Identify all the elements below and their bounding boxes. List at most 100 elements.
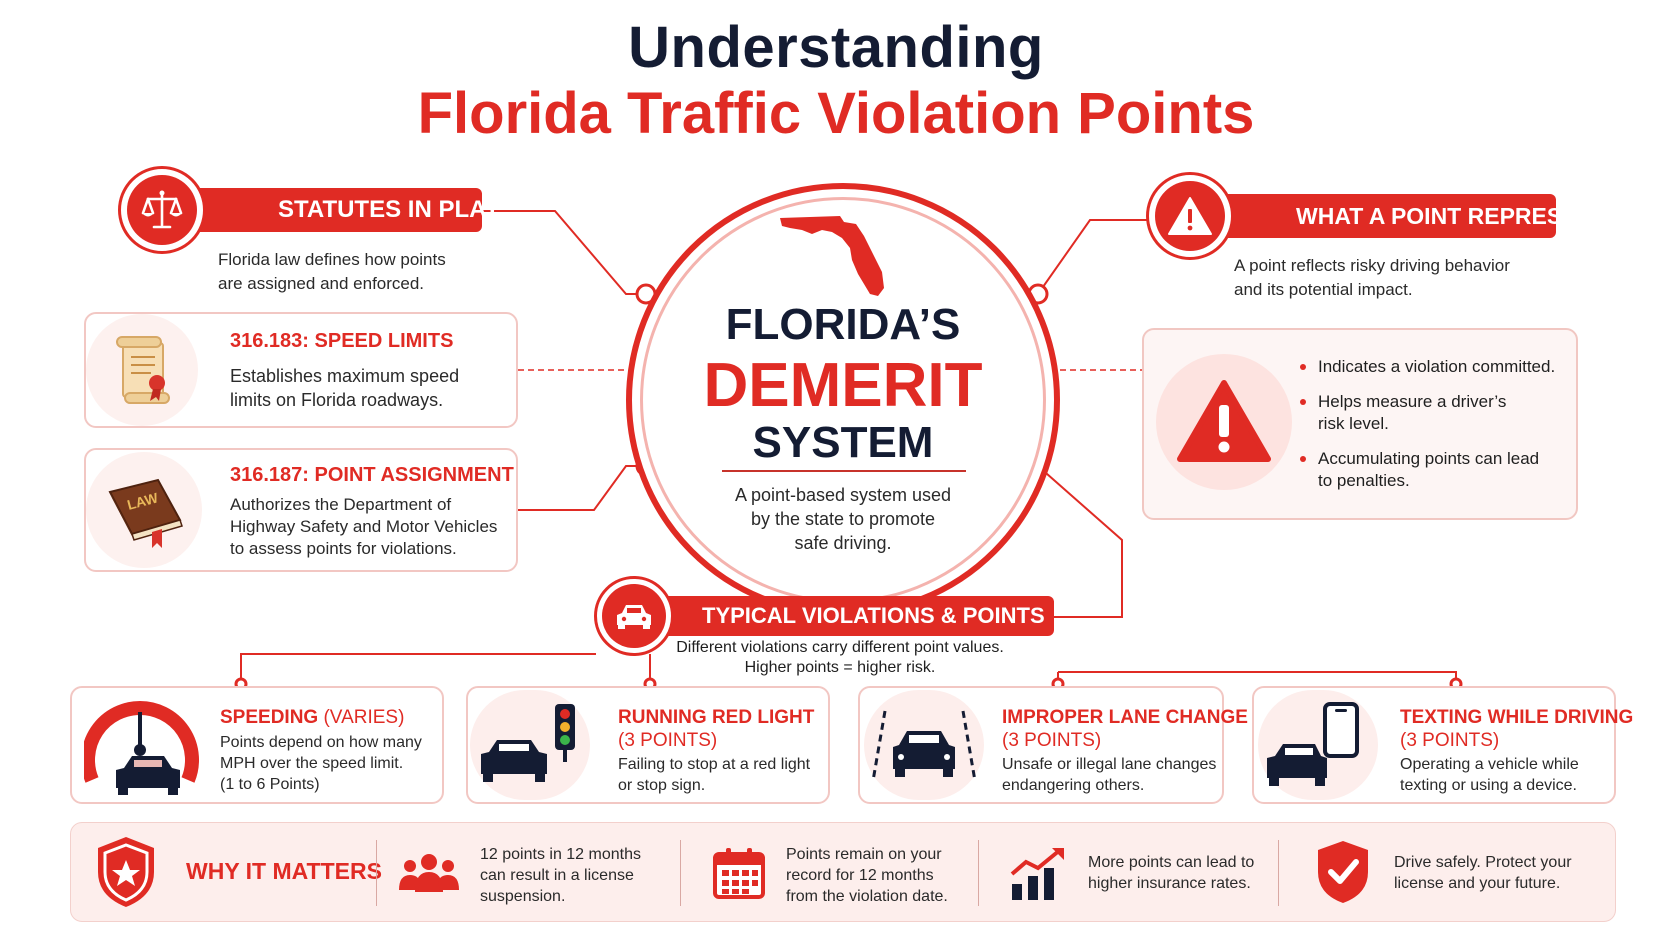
statute-text: Establishes maximum speed limits on Flor… [230,364,459,412]
lane-change-icon-badge [864,690,984,800]
warning-icon [1168,197,1212,235]
why-divider [1278,840,1279,906]
violations-header: TYPICAL VIOLATIONS & POINTS [642,596,1054,636]
speedometer-icon [84,701,199,795]
people-group-icon [399,854,459,892]
why-item-line: record for 12 months [786,867,934,884]
statute-text-line: Authorizes the Department of [230,495,452,514]
calendar-icon [713,848,765,899]
violations-desc-line: Higher points = higher risk. [744,659,936,676]
statutes-desc-line: Florida law defines how points [218,250,446,269]
why-divider [376,840,377,906]
statutes-desc-line: are assigned and enforced. [218,274,425,293]
why-item-line: Drive safely. Protect your [1394,854,1572,871]
point-bullet-line: Helps measure a driver’s [1318,392,1507,411]
florida-map-icon [780,216,884,296]
statute-title: 316.187: POINT ASSIGNMENT [230,464,514,486]
scales-icon [141,190,183,229]
violation-title-main: TEXTING WHILE DRIVING [1400,707,1634,728]
violation-text-line: (1 to 6 Points) [220,776,320,793]
violation-text-line: Points depend on how many [220,734,422,751]
statute-text: Authorizes the Department of Highway Saf… [230,494,497,560]
why-label: WHY IT MATTERS [186,858,382,884]
center-desc: A point-based system used by the state t… [700,483,986,555]
page-subtitle: Florida Traffic Violation Points [417,81,1255,146]
point-bullet: Indicates a violation committed. [1298,356,1568,378]
violation-title: TEXTING WHILE DRIVING (3 POINTS) [1400,706,1633,752]
point-bullet-line: to penalties. [1318,471,1410,490]
statute-text-line: Establishes maximum speed [230,366,460,386]
violation-points: (3 POINTS) [1002,730,1102,751]
why-item-line: can result in a license [480,867,634,884]
statutes-desc: Florida law defines how points are assig… [218,248,446,296]
point-desc: A point reflects risky driving behavior … [1234,254,1510,302]
violations-desc: Different violations carry different poi… [640,638,1040,678]
law-book-icon-badge: LAW [86,452,202,568]
violation-title: RUNNING RED LIGHT (3 POINTS) [618,706,814,752]
center-divider [722,470,966,472]
traffic-light-icon-badge [470,690,590,800]
warning-icon-badge [1146,172,1234,260]
point-bullet-line: risk level. [1318,414,1389,433]
statute-text-line: to assess points for violations. [230,539,457,558]
center-title-line1: FLORIDA’S [725,300,961,349]
violation-text-line: Operating a vehicle while [1400,756,1579,773]
violation-text-line: or stop sign. [618,777,706,794]
statutes-header-label: STATUTES IN PLAY [278,196,501,223]
violation-text-line: MPH over the speed limit. [220,755,404,772]
page-title: Understanding [628,15,1044,80]
traffic-light-icon [481,704,575,782]
why-item-line: Points remain on your [786,846,942,863]
violations-desc-line: Different violations carry different poi… [676,639,1004,656]
violation-title-main: SPEEDING [220,707,319,728]
violation-title: IMPROPER LANE CHANGE (3 POINTS) [1002,706,1248,752]
why-item-line: higher insurance rates. [1088,875,1251,892]
violation-text-line: Failing to stop at a red light [618,756,811,773]
violation-text-line: Unsafe or illegal lane changes [1002,756,1217,773]
violation-title-main: RUNNING RED LIGHT [618,707,815,728]
why-item-text: Drive safely. Protect your license and y… [1394,852,1572,894]
center-title-line2: DEMERIT [703,351,983,420]
phone-car-icon-badge [1258,690,1378,800]
scroll-icon [116,336,170,404]
law-book-label: LAW [125,489,160,513]
point-desc-line: and its potential impact. [1234,280,1413,299]
scales-icon-badge [118,166,206,254]
lane-change-icon [871,710,977,782]
why-item-line: from the violation date. [786,888,948,905]
violation-points: (3 POINTS) [1400,730,1500,751]
car-icon-badge [594,576,674,656]
violation-text: Failing to stop at a red light or stop s… [618,754,810,796]
why-item-line: license and your future. [1394,875,1561,892]
violation-points: (3 POINTS) [618,730,718,751]
why-divider [978,840,979,906]
violation-text-line: texting or using a device. [1400,777,1577,794]
scroll-icon-badge [86,314,198,426]
violation-text: Points depend on how many MPH over the s… [220,732,422,795]
why-item-line: suspension. [480,888,566,905]
why-item-text: 12 points in 12 months can result in a l… [480,844,641,907]
violation-text: Unsafe or illegal lane changes endangeri… [1002,754,1216,796]
violation-title: SPEEDING (VARIES) [220,706,404,729]
point-bullet: Helps measure a driver’s risk level. [1298,391,1568,435]
violation-text-line: endangering others. [1002,777,1145,794]
center-desc-line: A point-based system used [734,485,952,505]
point-bullet-line: Accumulating points can lead [1318,449,1540,468]
point-desc-line: A point reflects risky driving behavior [1234,256,1510,275]
point-bullet-line: Indicates a violation committed. [1318,357,1556,376]
violation-title-suffix: (VARIES) [318,707,405,728]
point-bullets: Indicates a violation committed. Helps m… [1298,356,1568,505]
center-title-line3: SYSTEM [752,418,934,467]
statute-text-line: Highway Safety and Motor Vehicles [230,517,498,536]
point-header: WHAT A POINT REPRESENTS [1186,194,1624,238]
shield-star-icon [98,837,154,907]
violations-header-label: TYPICAL VIOLATIONS & POINTS [702,603,1045,628]
why-divider [680,840,681,906]
why-item-text: Points remain on your record for 12 mont… [786,844,948,907]
why-item-text: More points can lead to higher insurance… [1088,852,1254,894]
phone-car-icon [1267,702,1359,786]
law-book-icon: LAW [108,478,183,548]
statutes-header: STATUTES IN PLAY [168,188,500,232]
center-desc-line: by the state to promote [750,509,936,529]
statute-text-line: limits on Florida roadways. [230,390,444,410]
